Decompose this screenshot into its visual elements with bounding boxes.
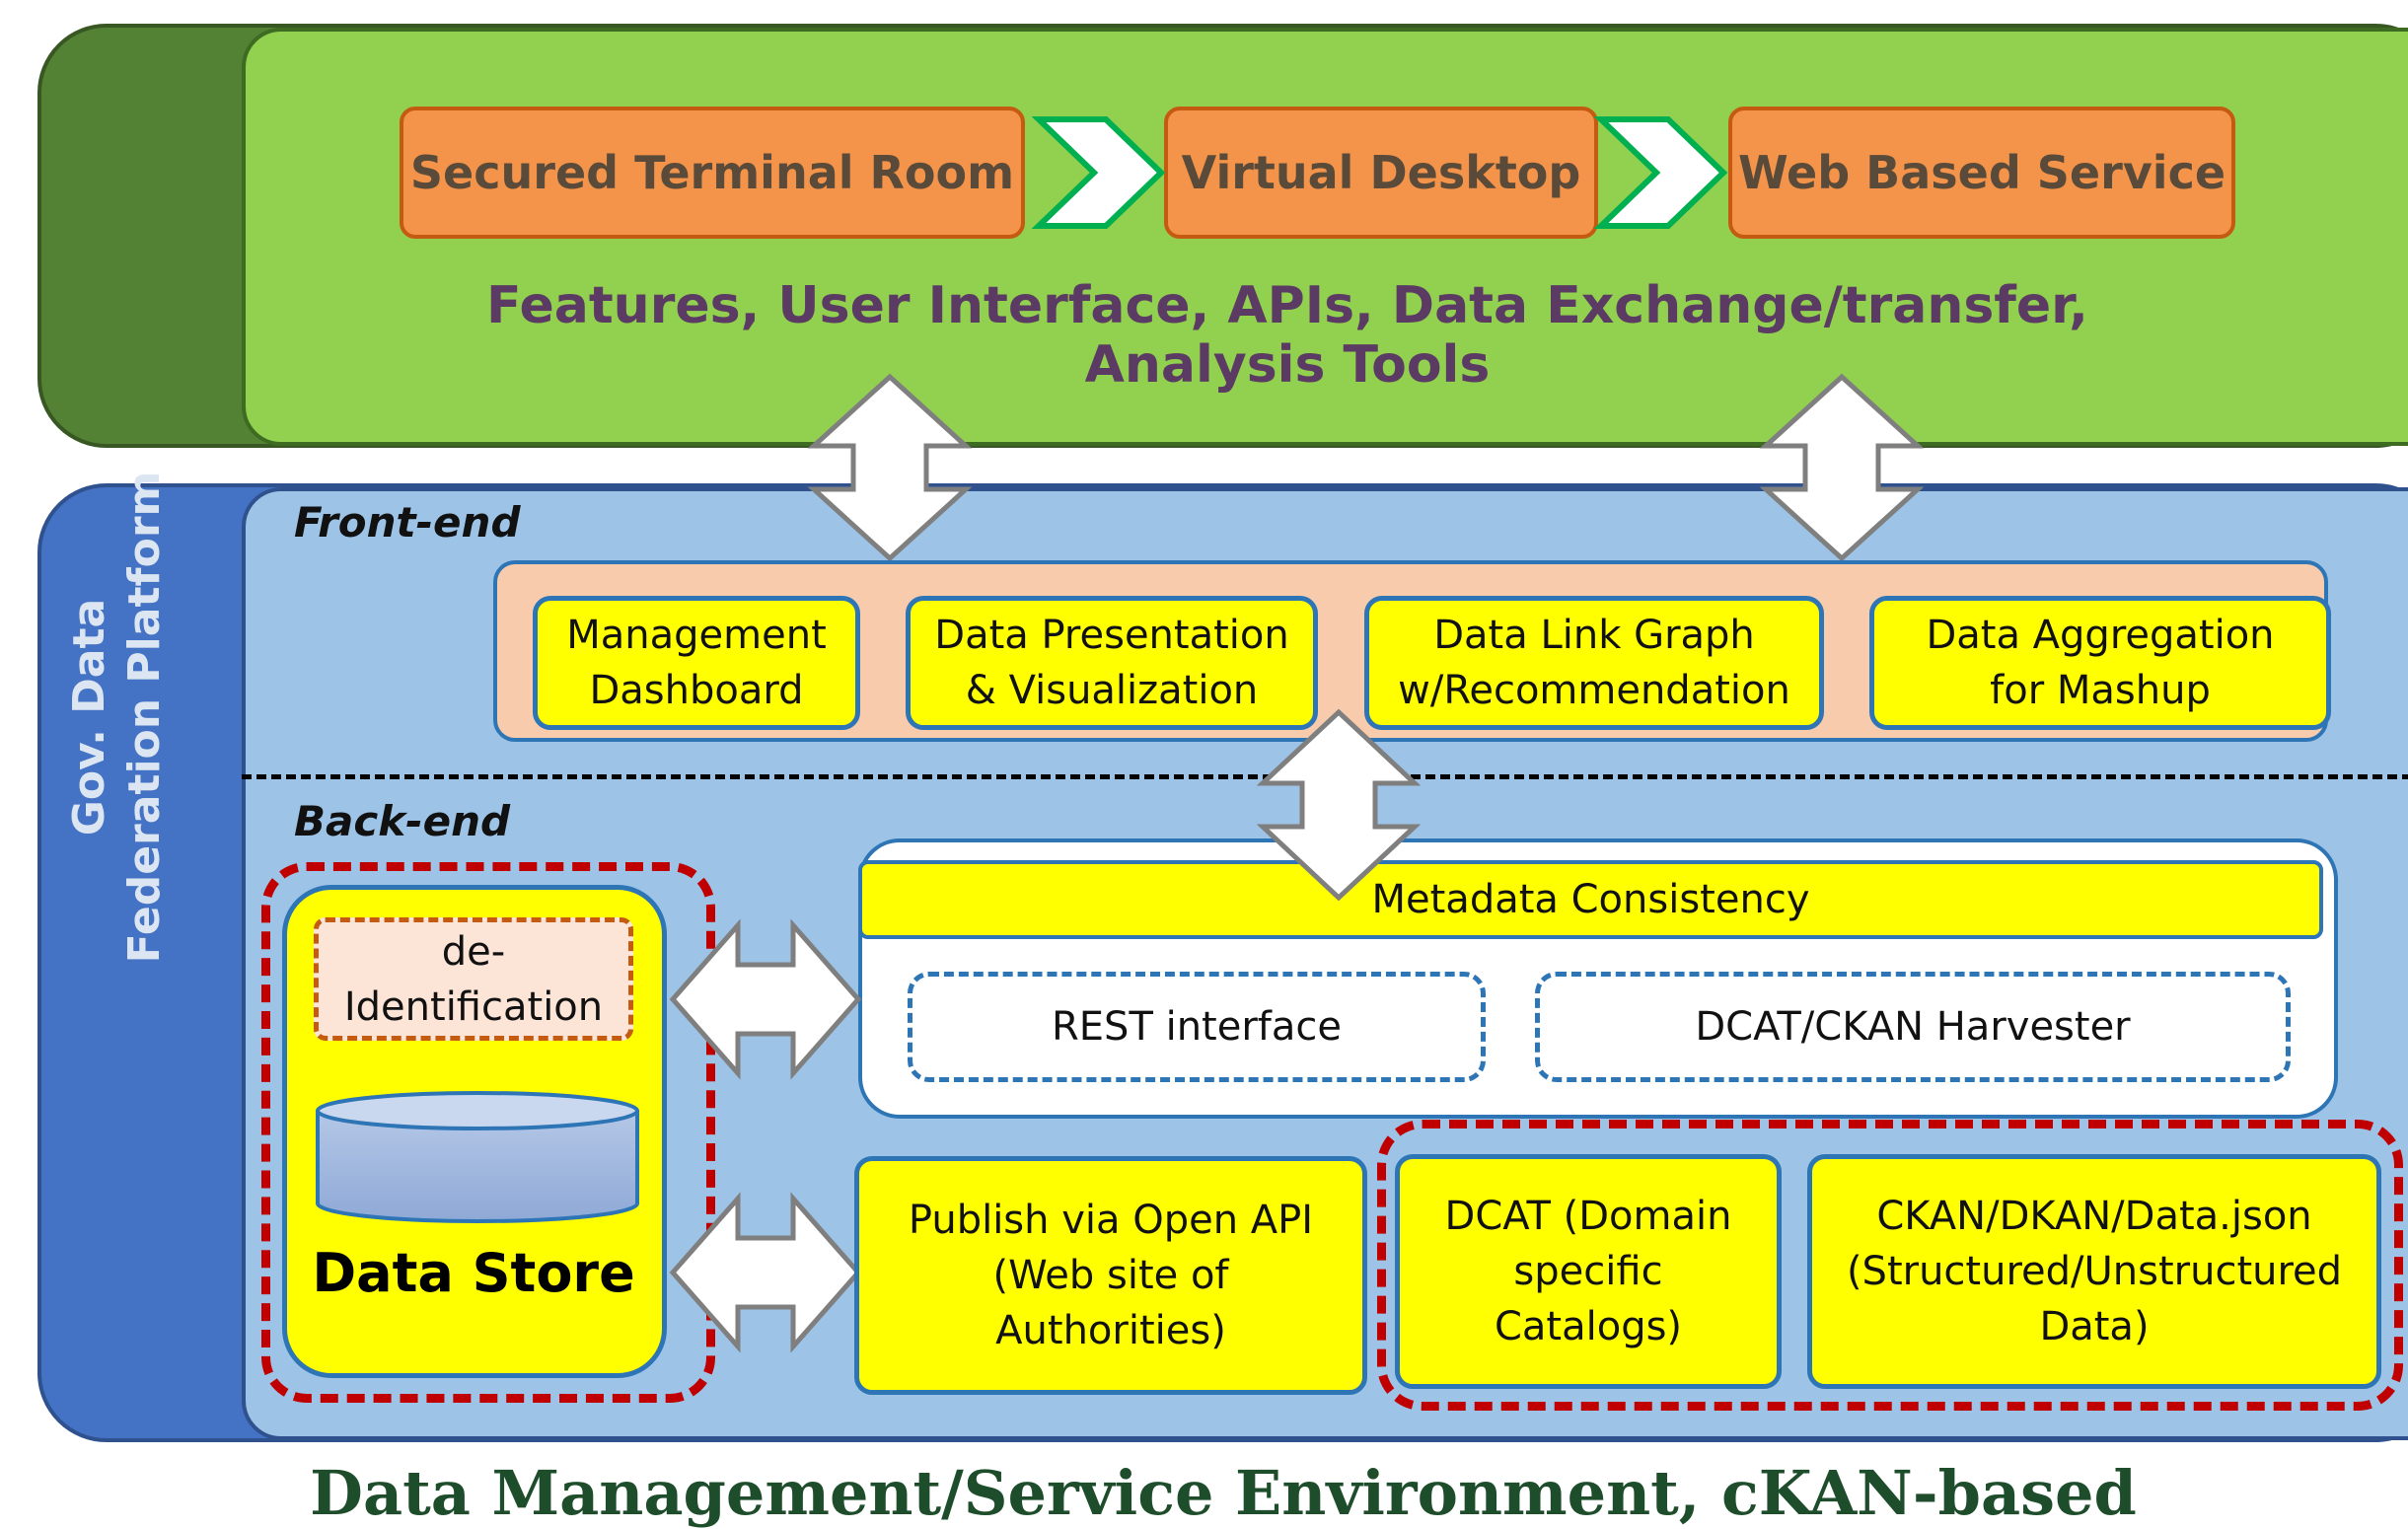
module-line: for Mashup bbox=[1990, 668, 2211, 713]
module-line: & Visualization bbox=[965, 668, 1259, 713]
dcat-box: DCAT (Domain specific Catalogs) bbox=[1395, 1154, 1782, 1389]
chevron-right-icon bbox=[1593, 116, 1728, 229]
double-arrow-icon bbox=[1759, 373, 1925, 562]
web-based-service-label: Web Based Service bbox=[1737, 146, 2226, 199]
metadata-consistency-bar: Metadata Consistency bbox=[858, 860, 2323, 939]
module-line: Data Aggregation bbox=[1926, 613, 2275, 658]
module-line: Data Link Graph bbox=[1433, 613, 1755, 658]
harvester-label: DCAT/CKAN Harvester bbox=[1695, 1004, 2131, 1050]
ckan-line: (Structured/Unstructured bbox=[1846, 1249, 2343, 1294]
side-label-line2: Federation Platform bbox=[118, 471, 170, 963]
rest-interface-label: REST interface bbox=[1051, 1004, 1342, 1050]
dcat-line: Catalogs) bbox=[1494, 1304, 1683, 1349]
ckan-box: CKAN/DKAN/Data.json (Structured/Unstruct… bbox=[1807, 1154, 2381, 1389]
double-arrow-icon bbox=[669, 918, 862, 1080]
module-line: w/Recommendation bbox=[1398, 668, 1790, 713]
ckan-line: Data) bbox=[2039, 1304, 2150, 1349]
dcat-line: DCAT (Domain bbox=[1444, 1194, 1732, 1239]
backend-label: Back-end bbox=[294, 797, 511, 845]
frontend-label: Front-end bbox=[294, 498, 521, 546]
de-identification-box: de- Identification bbox=[314, 917, 633, 1041]
publish-line: (Web site of bbox=[992, 1253, 1229, 1298]
publish-line: Authorities) bbox=[995, 1308, 1226, 1353]
double-arrow-icon bbox=[669, 1192, 862, 1353]
secured-terminal-room-box: Secured Terminal Room bbox=[400, 107, 1025, 239]
data-link-graph-box: Data Link Graph w/Recommendation bbox=[1364, 596, 1824, 730]
rest-interface-box: REST interface bbox=[908, 972, 1486, 1082]
harvester-box: DCAT/CKAN Harvester bbox=[1535, 972, 2291, 1082]
dcat-line: specific bbox=[1513, 1249, 1663, 1294]
diagram-caption: Data Management/Service Environment, cKA… bbox=[310, 1456, 2137, 1529]
double-arrow-icon bbox=[1256, 708, 1422, 902]
data-store-group-dashed bbox=[261, 862, 715, 1403]
module-line: Dashboard bbox=[589, 668, 804, 713]
catalogs-group-dashed bbox=[1377, 1120, 2403, 1411]
ckan-line: CKAN/DKAN/Data.json bbox=[1876, 1194, 2312, 1239]
deid-line: Identification bbox=[343, 983, 604, 1030]
deid-line: de- bbox=[441, 928, 506, 975]
metadata-consistency-label: Metadata Consistency bbox=[1371, 877, 1810, 922]
publish-open-api-box: Publish via Open API (Web site of Author… bbox=[854, 1156, 1367, 1395]
publish-line: Publish via Open API bbox=[908, 1198, 1314, 1243]
secured-terminal-room-label: Secured Terminal Room bbox=[409, 146, 1015, 199]
data-store-label: Data Store bbox=[312, 1241, 635, 1304]
virtual-desktop-box: Virtual Desktop bbox=[1164, 107, 1598, 239]
side-label-line1: Gov. Data bbox=[63, 598, 114, 836]
features-text: Features, User Interface, APIs, Data Exc… bbox=[486, 276, 2088, 395]
data-presentation-box: Data Presentation & Visualization bbox=[906, 596, 1318, 730]
double-arrow-icon bbox=[807, 373, 973, 562]
management-dashboard-box: Management Dashboard bbox=[533, 596, 860, 730]
virtual-desktop-label: Virtual Desktop bbox=[1181, 146, 1581, 199]
chevron-right-icon bbox=[1031, 116, 1166, 229]
module-line: Management bbox=[566, 613, 827, 658]
data-aggregation-box: Data Aggregation for Mashup bbox=[1869, 596, 2331, 730]
platform-side-label: Gov. Data Federation Platform bbox=[64, 471, 170, 963]
database-cylinder-icon bbox=[316, 1091, 639, 1223]
web-based-service-box: Web Based Service bbox=[1728, 107, 2235, 239]
module-line: Data Presentation bbox=[934, 613, 1289, 658]
